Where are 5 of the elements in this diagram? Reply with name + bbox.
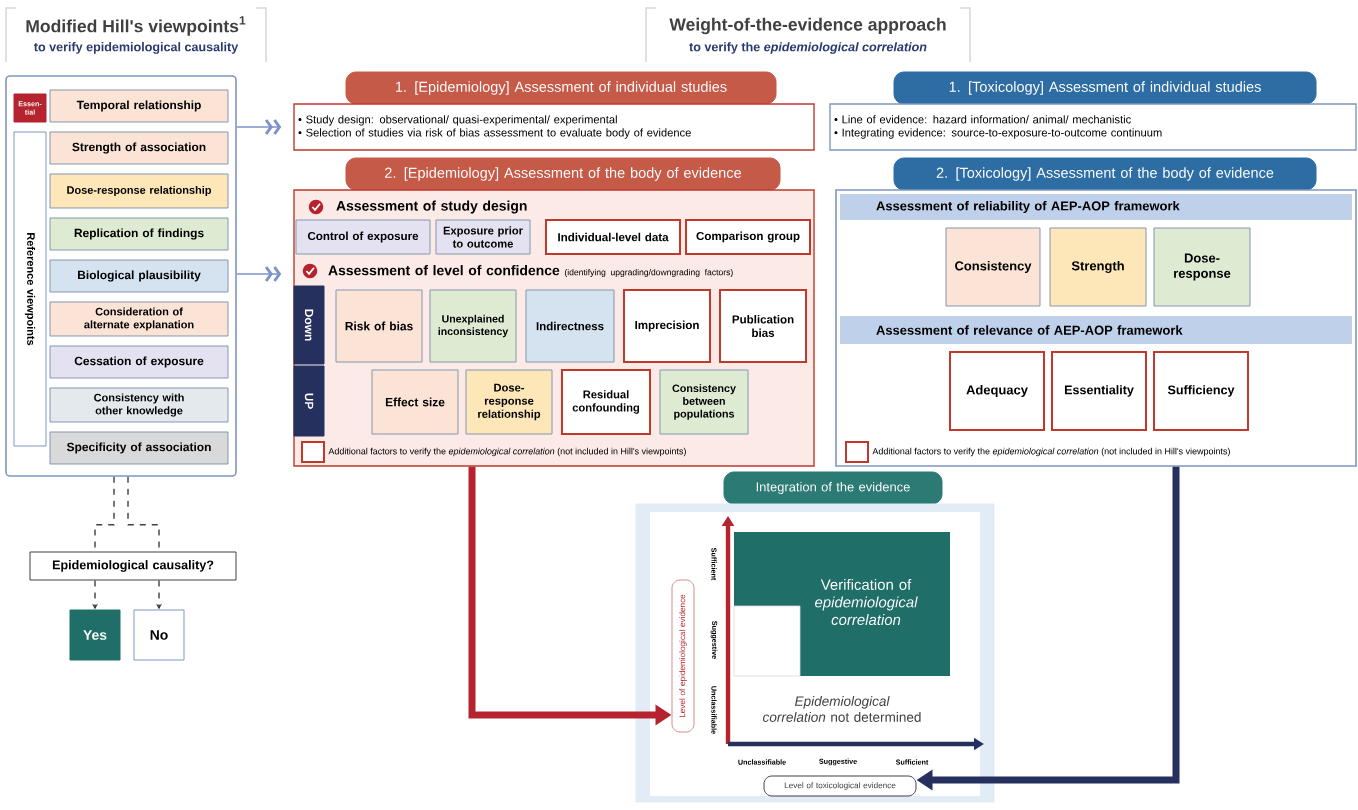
title: Weight-of-the-evidence approach: [669, 17, 946, 35]
chevron-arrow: [236, 266, 282, 282]
chevron-arrow: [236, 119, 282, 135]
connector: [94, 476, 160, 553]
title: Modified Hill's viewpoints$^{1}$: [26, 16, 246, 36]
